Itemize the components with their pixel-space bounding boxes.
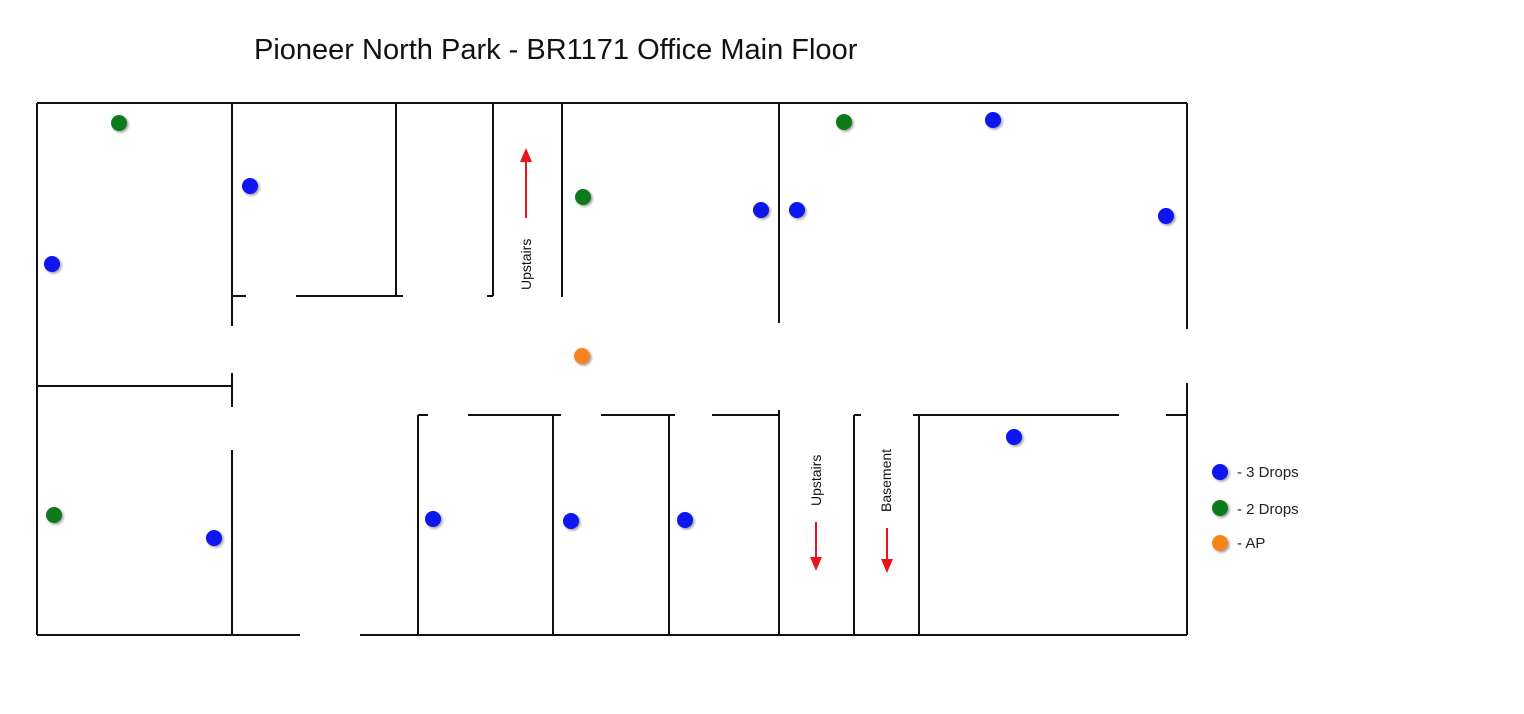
three-drops-marker [206,530,222,546]
three-drops-marker [563,513,579,529]
drop-markers-3 [44,112,1174,546]
stair-label-upstairs: Upstairs [808,455,824,506]
legend-ap-label: - AP [1237,535,1265,552]
stair-label-upstairs: Upstairs [518,239,534,290]
three-drops-marker [1006,429,1022,445]
legend-three-drops-label: - 3 Drops [1237,464,1299,481]
two-drops-marker [836,114,852,130]
ap-marker [574,348,590,364]
stair-label-basement: Basement [878,449,894,512]
three-drops-marker [677,512,693,528]
walls [36,102,1188,636]
two-drops-marker [575,189,591,205]
legend-three-drops-swatch [1212,464,1228,480]
three-drops-marker [242,178,258,194]
two-drops-marker [111,115,127,131]
legend-ap-swatch [1212,535,1228,551]
three-drops-marker [44,256,60,272]
arrow-down-icon [810,522,822,571]
drop-markers-2 [46,114,852,523]
three-drops-marker [789,202,805,218]
page-title: Pioneer North Park - BR1171 Office Main … [254,34,858,66]
three-drops-marker [985,112,1001,128]
legend-two-drops-label: - 2 Drops [1237,501,1299,518]
arrow-up-icon [520,148,532,218]
arrow-down-icon [881,528,893,573]
three-drops-marker [753,202,769,218]
legend: - 3 Drops - 2 Drops - AP [1212,464,1299,552]
legend-two-drops-swatch [1212,500,1228,516]
three-drops-marker [1158,208,1174,224]
three-drops-marker [425,511,441,527]
two-drops-marker [46,507,62,523]
